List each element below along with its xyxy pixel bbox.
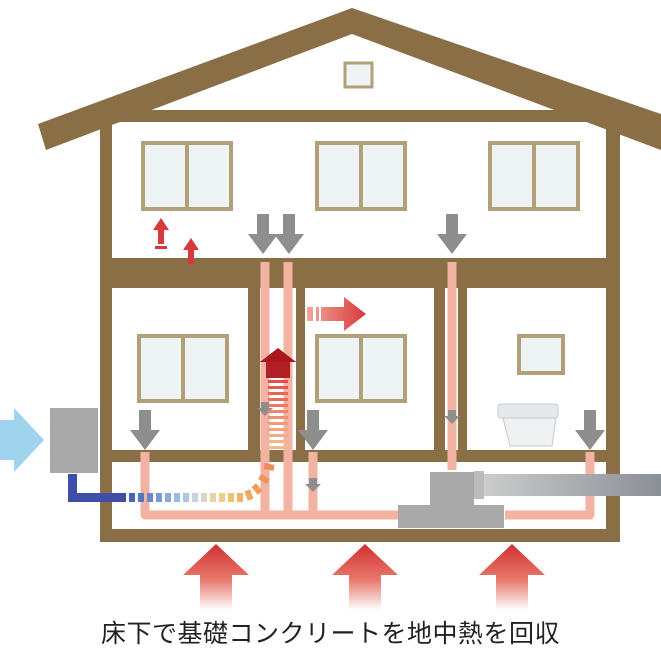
ground-heat-arrow-icon bbox=[332, 544, 398, 610]
small-red-up-arrow-icon bbox=[153, 218, 169, 244]
toilet-icon bbox=[497, 403, 559, 447]
caption: 床下で基礎コンクリートを地中熱を回収 bbox=[100, 619, 560, 648]
lower-window-left bbox=[137, 334, 229, 403]
ventilation-unit-base bbox=[398, 505, 504, 528]
exhaust-duct bbox=[474, 474, 661, 496]
ground-heat-arrow-icon bbox=[183, 544, 249, 610]
upper-window-center bbox=[315, 141, 407, 211]
roof bbox=[38, 8, 661, 150]
first-floor-slab bbox=[100, 450, 620, 462]
blue-inlet-arrow-icon bbox=[0, 408, 44, 472]
partition-right bbox=[434, 288, 445, 450]
duct-underfloor-right bbox=[505, 452, 595, 520]
lower-window-center bbox=[315, 334, 407, 403]
red-up-arrow-icon bbox=[259, 348, 297, 378]
upper-window-left bbox=[141, 141, 233, 211]
gray-down-arrow-icon bbox=[437, 214, 467, 254]
partition-left bbox=[248, 288, 260, 450]
gray-down-arrow-icon bbox=[274, 214, 304, 254]
heated-air-stripes bbox=[268, 380, 288, 449]
right-wall bbox=[606, 122, 620, 542]
gray-down-arrow-icon bbox=[298, 410, 328, 450]
red-right-arrow-icon bbox=[307, 297, 366, 331]
exhaust-duct-collar bbox=[474, 471, 484, 499]
ventilation-unit-top bbox=[430, 472, 474, 506]
partition-right-2 bbox=[458, 288, 467, 450]
small-down-arrow-icon bbox=[305, 478, 321, 492]
foundation-slab bbox=[100, 529, 620, 542]
small-red-up-arrow-icon bbox=[183, 238, 199, 264]
ducts bbox=[140, 262, 595, 520]
gray-down-arrow-icon bbox=[130, 410, 160, 450]
second-floor-slab bbox=[100, 258, 620, 288]
intake-unit bbox=[50, 408, 98, 473]
gray-down-arrow-icon bbox=[248, 214, 278, 254]
left-wall bbox=[100, 122, 112, 542]
attic-vent-window bbox=[343, 61, 374, 89]
lower-window-small bbox=[517, 334, 565, 375]
underfloor-air-path bbox=[68, 463, 275, 502]
upper-ceiling-beam bbox=[100, 110, 620, 122]
gray-down-arrow-icon bbox=[575, 410, 605, 450]
ground-heat-arrow-icon bbox=[479, 544, 545, 610]
partition-center bbox=[296, 288, 305, 450]
small-down-arrow-icon bbox=[444, 410, 460, 424]
upper-window-right bbox=[488, 141, 580, 211]
duct-underfloor-left bbox=[140, 452, 420, 520]
